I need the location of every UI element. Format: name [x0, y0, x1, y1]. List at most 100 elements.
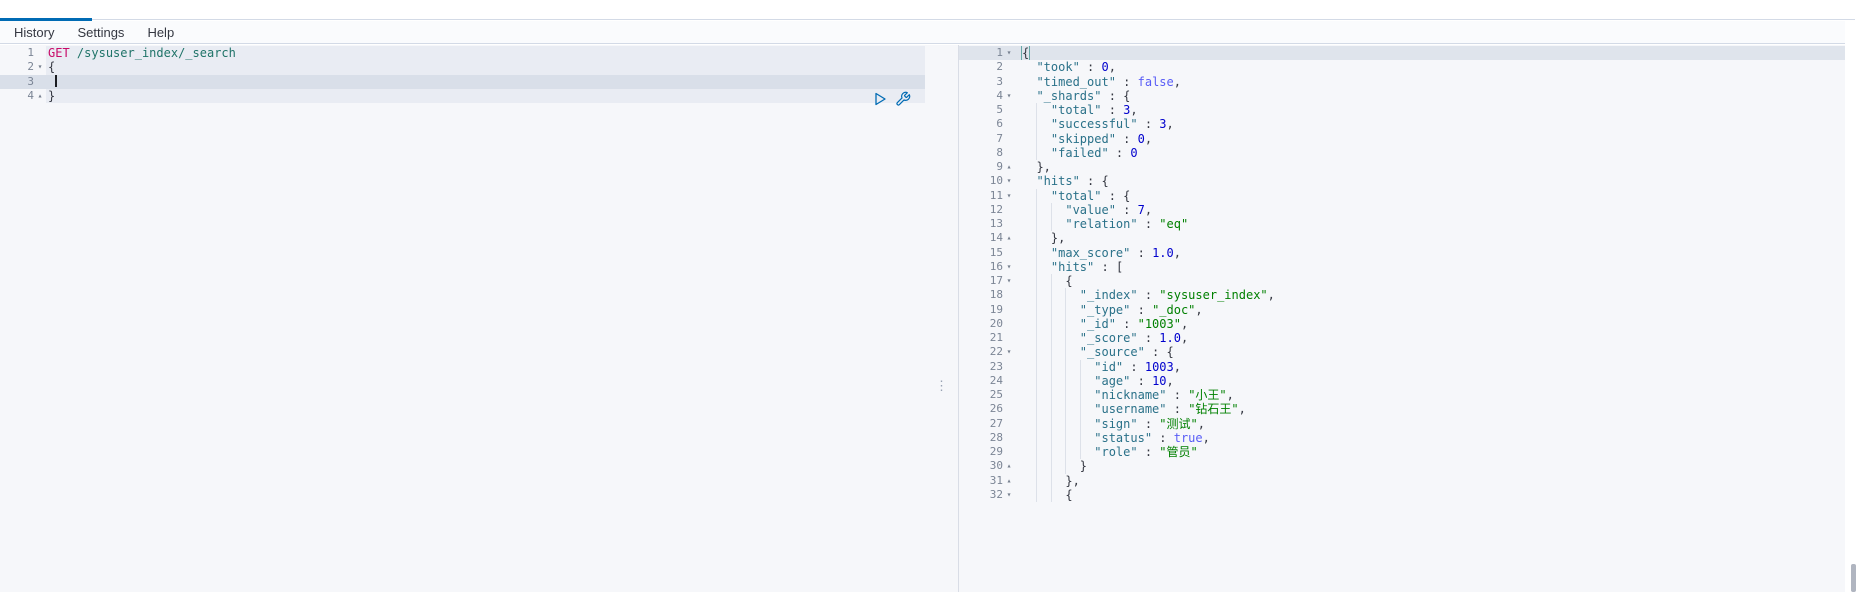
- code-line-content[interactable]: "hits" : [: [1015, 259, 1845, 274]
- menu-item-settings[interactable]: Settings: [77, 24, 125, 40]
- response-code-line[interactable]: 8 "failed" : 0: [959, 145, 1845, 160]
- page-scrollbar-thumb[interactable]: [1851, 564, 1856, 592]
- response-code-line[interactable]: 4▾ "_shards" : {: [959, 89, 1845, 103]
- indent-guide: [1050, 345, 1052, 360]
- response-code-line[interactable]: 20 "_id" : "1003",: [959, 316, 1845, 331]
- fold-close-icon[interactable]: ▴: [1006, 461, 1012, 471]
- fold-open-icon[interactable]: ▾: [1006, 347, 1012, 357]
- code-line-content[interactable]: "_id" : "1003",: [1015, 316, 1845, 331]
- response-code-line[interactable]: 18 "_index" : "sysuser_index",: [959, 288, 1845, 303]
- code-line-content[interactable]: {: [1015, 487, 1845, 502]
- fold-open-icon[interactable]: ▾: [37, 62, 43, 72]
- response-editor[interactable]: 1▾{2 "took" : 0,3 "timed_out" : false,4▾…: [958, 45, 1845, 592]
- response-code-line[interactable]: 28 "status" : true,: [959, 430, 1845, 445]
- fold-close-icon[interactable]: ▴: [1006, 162, 1012, 171]
- fold-close-icon[interactable]: ▴: [1006, 233, 1012, 243]
- code-line-content[interactable]: }: [46, 88, 925, 103]
- indent-guide: [1050, 445, 1052, 460]
- response-code-line[interactable]: 23 "id" : 1003,: [959, 359, 1845, 374]
- fold-close-icon[interactable]: ▴: [37, 90, 43, 100]
- play-icon[interactable]: [872, 91, 888, 107]
- response-code-line[interactable]: 32▾ {: [959, 487, 1845, 502]
- response-code-line[interactable]: 31▴ },: [959, 473, 1845, 488]
- code-line-content[interactable]: "status" : true,: [1015, 430, 1845, 445]
- code-line-content[interactable]: "successful" : 3,: [1015, 117, 1845, 132]
- response-code-line[interactable]: 12 "value" : 7,: [959, 202, 1845, 217]
- response-code-line[interactable]: 13 "relation" : "eq": [959, 217, 1845, 232]
- response-code-line[interactable]: 10▾ "hits" : {: [959, 174, 1845, 188]
- code-line-content[interactable]: "id" : 1003,: [1015, 359, 1845, 374]
- response-code-line[interactable]: 21 "_score" : 1.0,: [959, 331, 1845, 346]
- code-line-content[interactable]: "timed_out" : false,: [1015, 75, 1845, 89]
- code-line-content[interactable]: {: [1015, 46, 1845, 60]
- code-line-content[interactable]: GET /sysuser_index/_search: [46, 46, 925, 61]
- response-code-line[interactable]: 17▾ {: [959, 274, 1845, 289]
- response-code-line[interactable]: 14▴ },: [959, 231, 1845, 246]
- response-code-line[interactable]: 6 "successful" : 3,: [959, 117, 1845, 132]
- code-line-content[interactable]: "skipped" : 0,: [1015, 131, 1845, 146]
- code-line-content[interactable]: },: [1015, 160, 1845, 174]
- response-code-line[interactable]: 29 "role" : "管员": [959, 445, 1845, 460]
- code-line-content[interactable]: "age" : 10,: [1015, 373, 1845, 388]
- pane-resizer[interactable]: ⋮: [925, 45, 958, 592]
- code-line-content[interactable]: "sign" : "测试",: [1015, 416, 1845, 431]
- code-line-content[interactable]: [46, 75, 925, 89]
- wrench-icon[interactable]: [895, 91, 911, 107]
- code-line-content[interactable]: },: [1015, 231, 1845, 246]
- fold-open-icon[interactable]: ▾: [1006, 261, 1012, 271]
- response-code-line[interactable]: 16▾ "hits" : [: [959, 259, 1845, 274]
- code-line-content[interactable]: "_score" : 1.0,: [1015, 331, 1845, 346]
- response-code-line[interactable]: 19 "_type" : "_doc",: [959, 302, 1845, 317]
- menu-item-history[interactable]: History: [14, 24, 55, 40]
- code-line-content[interactable]: "_type" : "_doc",: [1015, 302, 1845, 317]
- fold-open-icon[interactable]: ▾: [1006, 276, 1012, 285]
- code-line-content[interactable]: "_index" : "sysuser_index",: [1015, 288, 1845, 303]
- response-code-line[interactable]: 3 "timed_out" : false,: [959, 75, 1845, 89]
- json-punctuation: :: [1130, 245, 1153, 260]
- fold-open-icon[interactable]: ▾: [1006, 48, 1012, 57]
- fold-open-icon[interactable]: ▾: [1006, 190, 1012, 200]
- response-code-line[interactable]: 15 "max_score" : 1.0,: [959, 245, 1845, 260]
- code-line-content[interactable]: "value" : 7,: [1015, 202, 1845, 217]
- code-line-content[interactable]: {: [46, 60, 925, 75]
- code-line-content[interactable]: "max_score" : 1.0,: [1015, 245, 1845, 260]
- code-line-content[interactable]: }: [1015, 459, 1845, 474]
- response-code-line[interactable]: 22▾ "_source" : {: [959, 345, 1845, 360]
- code-line-content[interactable]: "nickname" : "小王",: [1015, 388, 1845, 403]
- response-code-line[interactable]: 26 "username" : "钻石王",: [959, 402, 1845, 417]
- code-line-content[interactable]: "username" : "钻石王",: [1015, 402, 1845, 417]
- code-line-content[interactable]: "role" : "管员": [1015, 445, 1845, 460]
- response-code-line[interactable]: 2 "took" : 0,: [959, 60, 1845, 74]
- code-line-content[interactable]: "total" : {: [1015, 188, 1845, 203]
- response-code-line[interactable]: 9▴ },: [959, 160, 1845, 174]
- code-line-content[interactable]: "relation" : "eq": [1015, 217, 1845, 232]
- code-line-content[interactable]: "_source" : {: [1015, 345, 1845, 360]
- code-line-content[interactable]: {: [1015, 274, 1845, 289]
- response-code-line[interactable]: 25 "nickname" : "小王",: [959, 388, 1845, 403]
- fold-open-icon[interactable]: ▾: [1006, 489, 1012, 499]
- code-line-content[interactable]: "_shards" : {: [1015, 89, 1845, 103]
- request-code-line[interactable]: 2▾{: [0, 60, 925, 75]
- response-code-line[interactable]: 11▾ "total" : {: [959, 188, 1845, 203]
- fold-close-icon[interactable]: ▴: [1006, 475, 1012, 485]
- code-line-content[interactable]: "failed" : 0: [1015, 145, 1845, 160]
- response-code-line[interactable]: 27 "sign" : "测试",: [959, 416, 1845, 431]
- resizer-grip-icon[interactable]: ⋮: [935, 378, 948, 393]
- fold-open-icon[interactable]: ▾: [1006, 176, 1012, 186]
- menu-item-help[interactable]: Help: [147, 24, 175, 40]
- code-line-content[interactable]: },: [1015, 473, 1845, 488]
- response-code-line[interactable]: 7 "skipped" : 0,: [959, 131, 1845, 146]
- code-line-content[interactable]: "hits" : {: [1015, 174, 1845, 188]
- fold-open-icon[interactable]: ▾: [1006, 90, 1012, 100]
- code-line-content[interactable]: "total" : 3,: [1015, 103, 1845, 118]
- request-code-line[interactable]: 3: [0, 74, 925, 89]
- response-code-line[interactable]: 1▾{: [959, 46, 1845, 61]
- response-code-line[interactable]: 5 "total" : 3,: [959, 103, 1845, 118]
- request-code-line[interactable]: 4▴}: [0, 88, 925, 103]
- code-line-content[interactable]: "took" : 0,: [1015, 60, 1845, 74]
- response-code-line[interactable]: 24 "age" : 10,: [959, 373, 1845, 388]
- response-code-line[interactable]: 30▴ }: [959, 459, 1845, 474]
